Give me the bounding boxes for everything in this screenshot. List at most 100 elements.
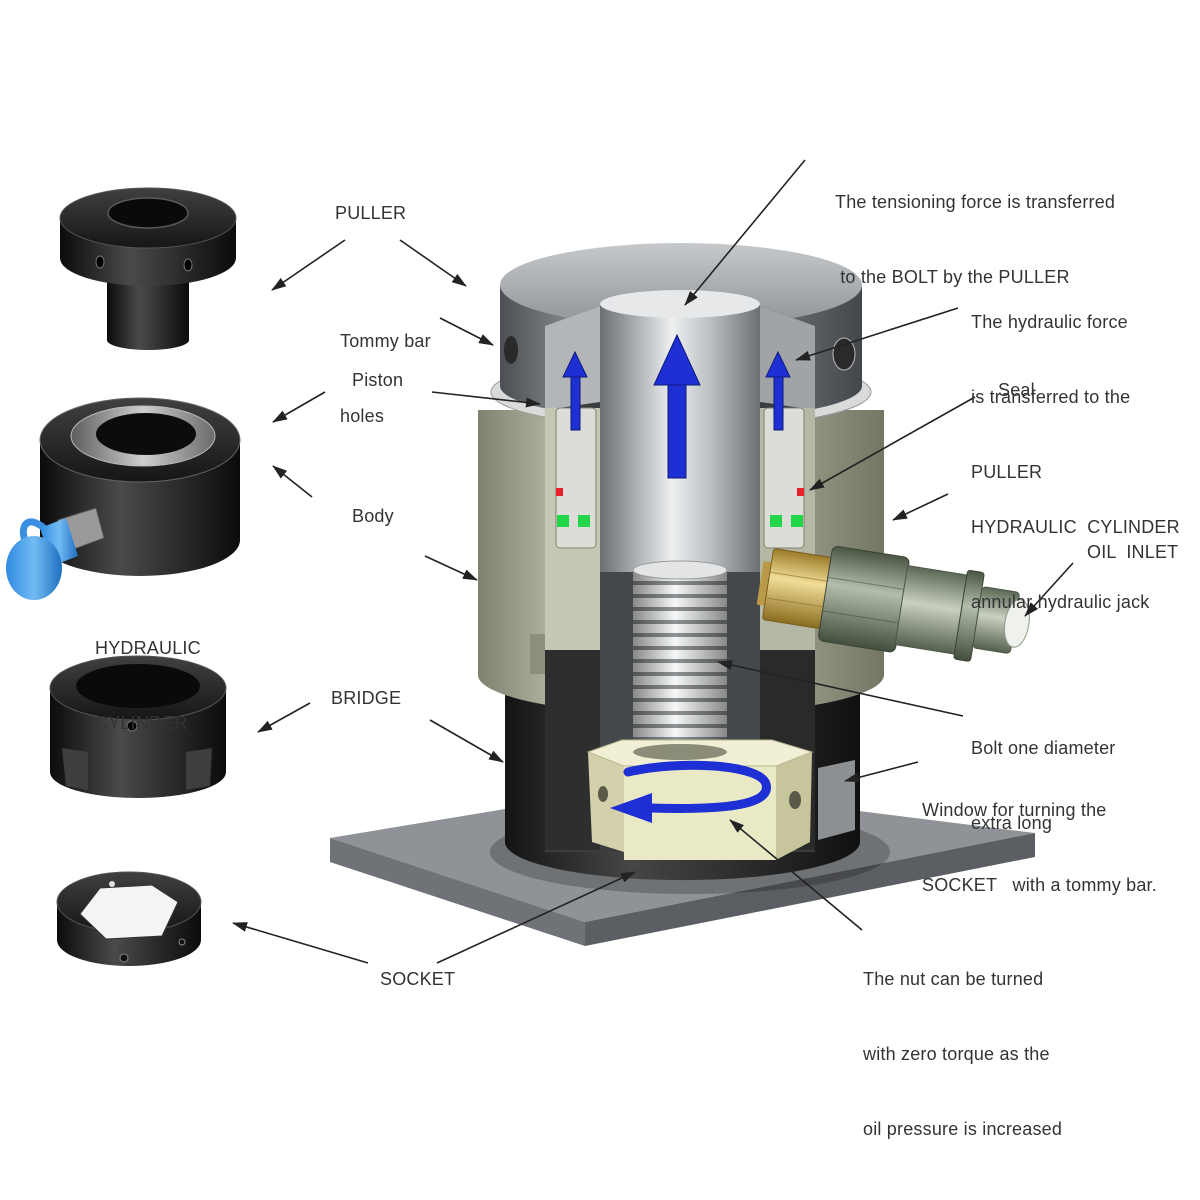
arrow-tommy-bar-holes: [439, 317, 494, 346]
label-line: is transferred to the: [971, 387, 1131, 407]
seal-green-left-2: [578, 515, 590, 527]
label-line: oil pressure is increased: [863, 1119, 1063, 1139]
puller-component: [59, 187, 237, 350]
label-socket: SOCKET: [380, 969, 456, 989]
label-hydraulic-cylinder-annular: HYDRAULIC CYLINDER annular hydraulic jac…: [971, 465, 1180, 640]
force-arrows: [562, 333, 791, 479]
label-line: Tommy bar: [340, 331, 431, 351]
socket-hex-opening: [79, 884, 179, 940]
rotation-arrow-icon: [610, 760, 771, 823]
nut-and-socket: [586, 739, 814, 860]
label-line: SOCKET with a tommy bar.: [922, 875, 1157, 895]
seal-red-right: [797, 488, 804, 496]
base-plate-left-edge: [330, 838, 585, 946]
cylinder-bore: [96, 413, 196, 455]
piston-force-arrow-right-icon: [765, 350, 791, 431]
arrow-oil-inlet: [1024, 562, 1074, 617]
bolt-shading: [633, 568, 727, 750]
nut-front-face: [624, 766, 776, 860]
arrow-piston-right: [431, 391, 541, 408]
label-oil-inlet: OIL INLET: [1087, 542, 1179, 562]
label-line: Window for turning the: [922, 800, 1107, 820]
puller-bore: [107, 197, 189, 229]
tommy-bar-hole-icon: [95, 255, 105, 269]
arrow-socket-right: [436, 871, 636, 964]
nut-left-face: [588, 752, 624, 852]
label-line: CYLINDER: [95, 713, 188, 733]
arrow-bridge-left: [257, 702, 311, 733]
body-step: [530, 634, 548, 674]
bolt-top: [632, 560, 728, 580]
arrow-seal: [809, 396, 976, 491]
label-piston: Piston: [352, 370, 404, 390]
arrow-puller-left: [271, 239, 346, 291]
label-line: The nut can be turned: [863, 969, 1044, 989]
arrow-hydraulic-force: [795, 307, 959, 361]
label-bolt-extra-long: Bolt one diameter extra long: [971, 686, 1115, 861]
label-tensioning-force: The tensioning force is transferred to t…: [835, 140, 1115, 315]
bolt-force-arrow-icon: [653, 333, 701, 479]
bolt: [632, 560, 728, 750]
label-bridge: BRIDGE: [331, 688, 402, 708]
bridge-section-left: [545, 650, 600, 850]
tommy-bar-hole-icon: [119, 953, 129, 963]
label-line: annular hydraulic jack: [971, 592, 1150, 612]
label-line: The hydraulic force: [971, 312, 1128, 332]
base-plate-right-edge: [585, 833, 1035, 946]
bridge-bore: [76, 664, 200, 708]
inlet-nut-edge: [827, 576, 905, 590]
label-line: extra long: [971, 813, 1053, 833]
puller-top: [500, 243, 862, 327]
puller-bore-top: [600, 290, 760, 318]
label-line: to the BOLT by the PULLER: [835, 267, 1070, 287]
inlet-nut-edge: [822, 610, 900, 624]
tensioner-assembly: [330, 243, 1035, 946]
label-puller: PULLER: [335, 203, 407, 223]
inlet-tip: [1003, 599, 1030, 648]
piston-right: [763, 407, 805, 549]
bridge-window: [818, 760, 855, 840]
seal-green-left-1: [557, 515, 569, 527]
seal-green-right-2: [791, 515, 803, 527]
arrow-piston-left: [272, 391, 326, 423]
inlet-brass-edge: [769, 571, 832, 583]
bridge-window-left: [62, 748, 88, 790]
arrow-hydraulic-cylinder: [892, 493, 949, 521]
tommy-bar-hole-icon: [183, 258, 193, 272]
oil-inlet-coupling: [756, 546, 1030, 662]
tommy-bar-hole-icon: [789, 791, 801, 809]
nut-bore: [633, 744, 727, 760]
arrow-tensioning-force: [684, 159, 806, 306]
tommy-bar-hole-icon: [598, 786, 608, 802]
tommy-bar-hole-icon: [109, 881, 115, 887]
label-hydraulic-cylinder: HYDRAULIC CYLINDER: [95, 586, 201, 761]
seal-red-left: [556, 488, 563, 496]
arrow-bridge-right: [429, 719, 504, 763]
label-hydraulic-force: The hydraulic force is transferred to th…: [971, 260, 1130, 510]
arrow-socket-left: [232, 922, 369, 964]
label-line: Bolt one diameter: [971, 738, 1116, 758]
label-line: with zero torque as the: [863, 1044, 1050, 1064]
bridge-component: [49, 655, 227, 798]
rotation-arrow-head: [610, 793, 652, 823]
label-line: The tensioning force is transferred: [835, 192, 1116, 212]
piston-force-arrow-left-icon: [562, 350, 588, 431]
label-tommy-bar-holes: Tommy bar holes: [340, 279, 431, 454]
cutaway-section: [545, 290, 815, 860]
socket-component: [56, 871, 202, 966]
label-window: Window for turning the SOCKET with a tom…: [922, 748, 1157, 923]
tommy-bar-hole-icon: [126, 720, 138, 732]
arrow-window: [844, 761, 919, 783]
bridge-window-right: [186, 748, 212, 790]
arrow-puller-right: [399, 239, 467, 287]
tommy-bar-hole-icon: [504, 336, 518, 364]
leader-arrows: [232, 159, 1074, 964]
label-seal: Seal: [998, 380, 1035, 400]
rotation-arrow-path: [623, 760, 771, 813]
label-nut-zero-torque: The nut can be turned with zero torque a…: [863, 917, 1062, 1167]
label-line: HYDRAULIC: [95, 638, 201, 658]
arrow-body-left: [272, 465, 313, 498]
tommy-bar-hole-icon: [178, 938, 186, 946]
hydraulic-cylinder-component: [6, 397, 241, 600]
